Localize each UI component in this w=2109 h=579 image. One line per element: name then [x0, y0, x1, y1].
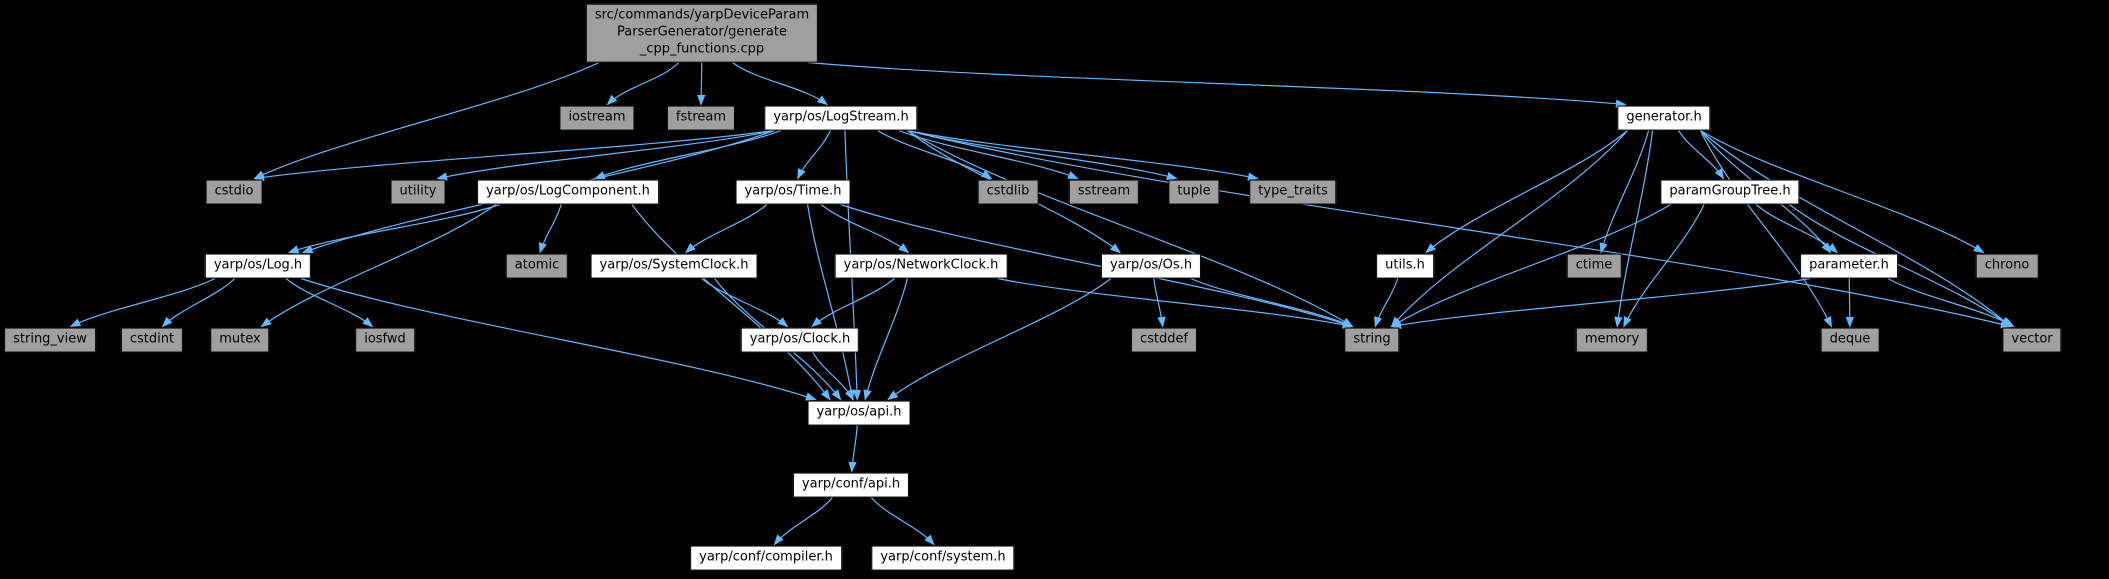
edge-networkclock-string [997, 277, 1354, 329]
graph-node-mutex: mutex [210, 327, 270, 353]
edge-log-iosfwd [285, 278, 374, 328]
edge-paramgrouptree-string [1390, 203, 1671, 328]
edge-parameter-string [1390, 277, 1811, 330]
edge-time-systemclock [685, 204, 768, 254]
graph-node-utils[interactable]: utils.h [1376, 253, 1434, 279]
edge-systemclock-clock [701, 278, 789, 328]
edge-parameter-vector [1887, 277, 2015, 328]
graph-node-networkclock[interactable]: yarp/os/NetworkClock.h [834, 253, 1008, 279]
edge-logstream-logcomponent [594, 129, 782, 180]
edge-cpp-cstdio [253, 61, 600, 180]
graph-node-cstdio: cstdio [205, 179, 263, 205]
graph-node-fstream: fstream [666, 105, 736, 131]
edge-generator-chrono [1700, 129, 1985, 254]
graph-node-iostream: iostream [559, 105, 635, 131]
graph-node-deque: deque [1820, 327, 1880, 353]
edge-api-confapi [848, 425, 858, 473]
graph-node-system[interactable]: yarp/conf/system.h [871, 545, 1015, 571]
edge-paramgrouptree-memory [1623, 204, 1705, 328]
edge-logcomponent-log [287, 203, 500, 254]
edge-logstream-cstdlib [877, 129, 993, 180]
edge-generator-vector [1700, 130, 2012, 328]
graph-node-cpp: src/commands/yarpDeviceParam ParserGener… [585, 3, 819, 63]
graph-node-tuple: tuple [1168, 179, 1220, 205]
edge-log-string_view [69, 277, 216, 328]
graph-node-systemclock[interactable]: yarp/os/SystemClock.h [590, 253, 758, 279]
edge-os-api [887, 278, 1112, 401]
graph-node-clock[interactable]: yarp/os/Clock.h [740, 327, 860, 353]
edge-utils-string [1374, 278, 1399, 328]
graph-node-log[interactable]: yarp/os/Log.h [204, 253, 312, 279]
graph-node-cstdint: cstdint [120, 327, 184, 353]
edge-time-api [806, 204, 855, 401]
graph-node-parameter[interactable]: parameter.h [1800, 253, 1898, 279]
edge-cpp-logstream [732, 62, 829, 106]
edge-confapi-compiler [773, 497, 833, 546]
edge-networkclock-api [863, 278, 908, 401]
edge-logstream-utility [436, 129, 775, 181]
graph-node-cstdlib: cstdlib [977, 179, 1039, 205]
edge-paramgrouptree-vector [1789, 204, 2012, 328]
graph-node-sstream: sstream [1068, 179, 1140, 205]
graph-node-cstddef: cstddef [1130, 327, 1198, 353]
edge-logcomponent-mutex [260, 204, 497, 328]
graph-node-confapi[interactable]: yarp/conf/api.h [792, 472, 910, 498]
edge-time-string [840, 203, 1354, 328]
edge-logcomponent-api [631, 204, 831, 401]
graph-node-generator[interactable]: generator.h [1617, 105, 1711, 131]
graph-node-chrono: chrono [1975, 253, 2039, 279]
edge-cpp-iostream [606, 62, 680, 106]
graph-node-memory: memory [1575, 327, 1649, 353]
graph-node-type_traits: type_traits [1249, 179, 1337, 205]
graph-node-logstream[interactable]: yarp/os/LogStream.h [764, 105, 918, 131]
edge-logstream-type_traits [907, 129, 1259, 181]
edge-logstream-time [797, 130, 831, 180]
edge-cpp-fstream [696, 62, 706, 106]
graph-node-string: string [1344, 327, 1400, 353]
graph-node-paramgrouptree[interactable]: paramGroupTree.h [1660, 179, 1800, 205]
edge-generator-paramgrouptree [1678, 130, 1725, 180]
graph-node-atomic: atomic [505, 253, 569, 279]
edge-log-cstdint [161, 278, 236, 328]
edge-generator-utils [1425, 130, 1628, 254]
edge-networkclock-clock [811, 278, 895, 328]
edge-os-string [1190, 277, 1354, 328]
edge-parameter-deque [1845, 278, 1855, 328]
graph-node-ctime: ctime [1566, 253, 1622, 279]
edge-generator-ctime [1599, 130, 1650, 254]
graph-node-utility: utility [390, 179, 446, 205]
graph-node-time[interactable]: yarp/os/Time.h [735, 179, 851, 205]
edge-generator-deque [1699, 130, 1832, 328]
graph-node-iosfwd: iosfwd [355, 327, 415, 353]
edge-generator-string [1390, 130, 1628, 328]
graph-node-logcomponent[interactable]: yarp/os/LogComponent.h [477, 179, 659, 205]
edge-clock-api [812, 352, 854, 401]
graph-node-os[interactable]: yarp/os/Os.h [1100, 253, 1202, 279]
edge-paramgrouptree-parameter [1755, 204, 1838, 254]
edge-log-api [300, 277, 817, 401]
edge-confapi-system [870, 497, 935, 546]
edge-logstream-string [907, 129, 1354, 328]
graph-node-vector: vector [2002, 327, 2062, 353]
edge-time-networkclock [820, 204, 910, 254]
edge-cpp-generator [807, 61, 1627, 108]
graph-node-compiler[interactable]: yarp/conf/compiler.h [690, 545, 842, 571]
edge-generator-memory [1614, 130, 1654, 328]
graph-node-string_view: string_view [4, 327, 96, 353]
graph-node-api[interactable]: yarp/os/api.h [807, 400, 911, 426]
edge-logcomponent-atomic [538, 204, 562, 254]
edge-os-cstddef [1153, 278, 1166, 328]
edge-logstream-cstdio [253, 129, 775, 182]
